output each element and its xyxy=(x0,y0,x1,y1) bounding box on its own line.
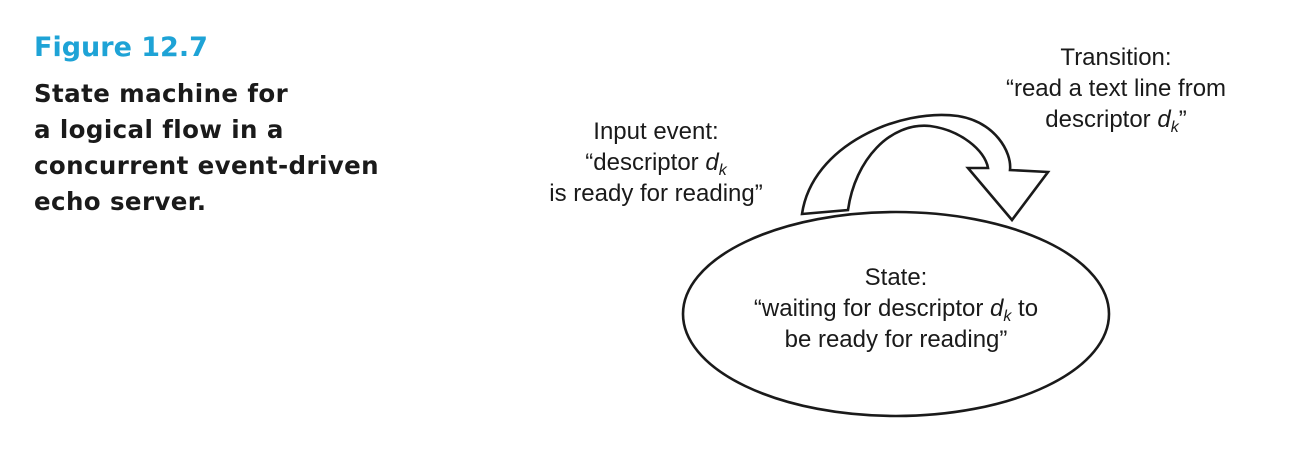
state-label: State: “waiting for descriptor dk to be … xyxy=(706,262,1086,355)
caption-line: echo server. xyxy=(34,187,207,216)
transition-line2: “read a text line from xyxy=(1005,75,1227,102)
transition-arrow xyxy=(800,113,1051,223)
input-event-title: Input event: xyxy=(593,118,719,145)
figure-caption: Figure 12.7 State machine for a logical … xyxy=(34,30,454,220)
caption-line: concurrent event-driven xyxy=(34,151,379,180)
state-title: State: xyxy=(864,264,928,291)
caption-line: a logical flow in a xyxy=(34,115,284,144)
input-event-line3: is ready for reading” xyxy=(549,180,763,207)
transition-title: Transition: xyxy=(1060,44,1172,71)
transition-line3: descriptor dk” xyxy=(1045,106,1187,136)
input-event-line2: “descriptor dk xyxy=(585,149,727,179)
figure-number: Figure 12.7 xyxy=(34,32,208,63)
caption-line: State machine for xyxy=(34,79,289,108)
state-node xyxy=(681,210,1111,418)
state-line3: be ready for reading” xyxy=(784,326,1008,353)
input-event-label: Input event: “descriptor dk is ready for… xyxy=(506,116,806,209)
state-line2: “waiting for descriptor dk to xyxy=(753,295,1039,325)
transition-label: Transition: “read a text line from descr… xyxy=(966,42,1266,136)
